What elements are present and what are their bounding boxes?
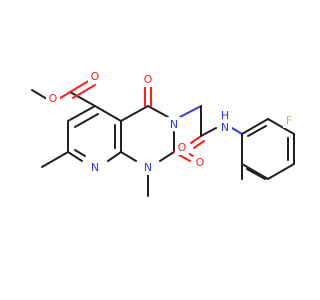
- bond-r2-inner: [74, 113, 99, 128]
- bond-a2-inner: [246, 168, 266, 180]
- atom-o-amide: O: [178, 141, 187, 154]
- bond-amide-o2: [193, 140, 205, 149]
- molecule-diagram: O O O N N N O O H N F: [31, 70, 295, 197]
- bond-r4-inner: [74, 149, 86, 157]
- atom-n-imide: N: [170, 118, 178, 131]
- bond-p2: [147, 105, 169, 118]
- bond-r2: [67, 105, 96, 122]
- atom-nh-amide: N: [221, 121, 229, 134]
- structure-svg: O O O N N N O O H N F: [31, 70, 295, 197]
- spacer: [268, 111, 275, 119]
- bond-methyl-o: [31, 89, 48, 100]
- bond-a5: [267, 118, 295, 135]
- bond-a3: [267, 163, 295, 180]
- atom-o-ester-carbonyl: O: [91, 70, 100, 83]
- bond-n-ch2: [179, 105, 202, 118]
- bond-o-c: [58, 91, 71, 100]
- bond-a6: [241, 118, 269, 135]
- bond-nh-aryl: [231, 127, 243, 135]
- bond-r4: [67, 151, 83, 162]
- atom-n-pyridine: N: [91, 161, 99, 174]
- bond-a2: [241, 163, 269, 180]
- atom-o-ring-top: O: [144, 73, 153, 86]
- bond-p4: [159, 151, 175, 162]
- atom-o-ring-bottom: O: [196, 156, 205, 169]
- aryl-ring: [241, 118, 295, 180]
- ester-group: [31, 78, 96, 107]
- bond-c-ring: [69, 91, 96, 107]
- atom-n-methyl: N: [144, 161, 152, 174]
- bond-a6-inner: [247, 125, 267, 137]
- atom-h-amide: H: [221, 109, 229, 122]
- bond-c-o-double2: [72, 84, 96, 99]
- bond-amide-o1: [190, 135, 202, 144]
- bond-methyl-7: [41, 151, 69, 168]
- bond-p1: [120, 105, 149, 122]
- bond-p5: [120, 151, 137, 162]
- amide-linker: [179, 105, 243, 149]
- bond-c-nh: [200, 127, 217, 137]
- bond-r1: [94, 105, 122, 122]
- bond-r5: [107, 151, 122, 162]
- atom-f: F: [286, 114, 292, 127]
- atom-o-ester-methoxy: O: [49, 92, 58, 105]
- pyridine-ring: [41, 105, 122, 168]
- atom-labels: O O O N N N O O H N F: [46, 70, 295, 175]
